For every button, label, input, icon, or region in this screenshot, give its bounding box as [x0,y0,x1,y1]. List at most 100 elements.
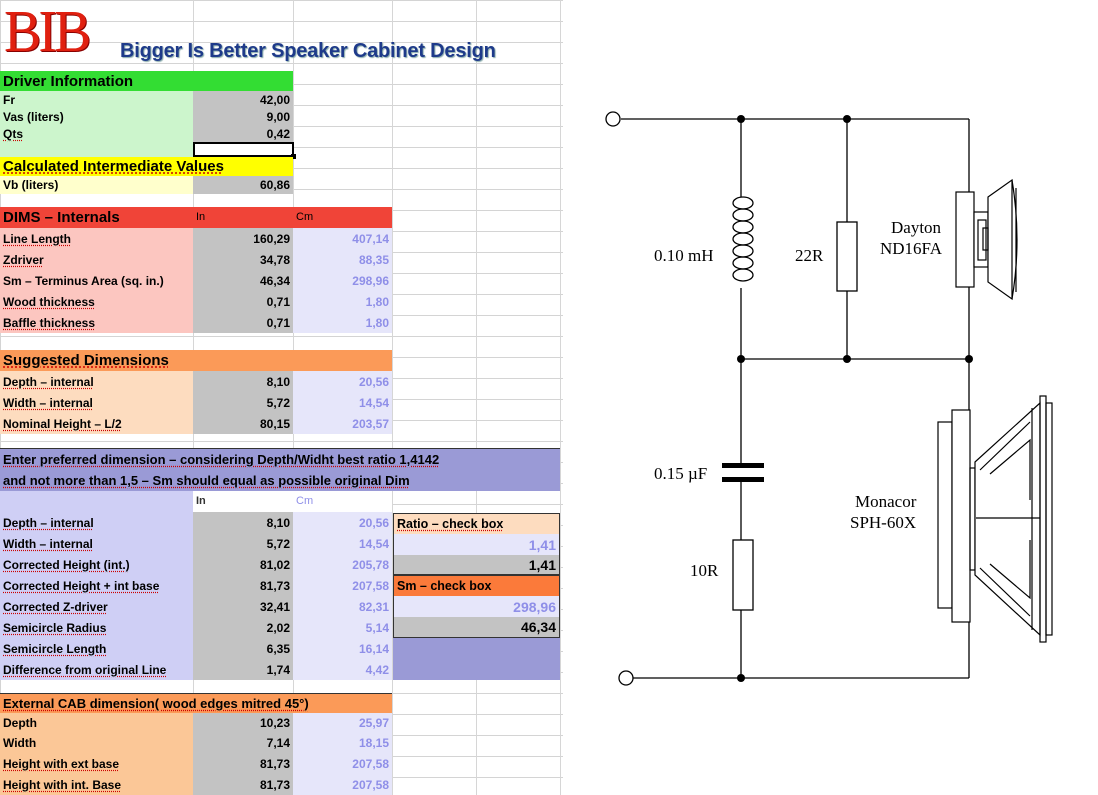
selected-cell[interactable] [193,142,294,157]
dims-label: Baffle thickness [0,312,193,333]
value-vb: 60,86 [193,176,293,194]
external-cm: 25,97 [293,713,392,732]
grid-line [392,0,393,795]
suggested-in: 80,15 [193,413,293,434]
preferred-label: Difference from original Line [0,659,193,680]
preferred-label: Corrected Height (int.) [0,554,193,575]
spreadsheet: BIB Bigger Is Better Speaker Cabinet Des… [0,0,563,795]
capacitor-label: 0.15 µF [654,464,707,483]
preferred-cm: 5,14 [293,617,392,638]
preferred-cm: 205,78 [293,554,392,575]
label-vas: Vas (liters) [0,108,193,125]
app-title: Bigger Is Better Speaker Cabinet Design [120,40,496,62]
preferred-in: 2,02 [193,617,293,638]
grid-line [476,0,477,795]
resistor1-label: 22R [795,246,824,265]
ratio-value-cm: 1,41 [393,534,560,555]
external-cm: 18,15 [293,732,392,753]
preferred-cm: 16,14 [293,638,392,659]
external-in: 10,23 [193,713,293,732]
value-vas[interactable]: 9,00 [193,108,293,125]
driver-info-header: Driver Information [0,71,293,91]
preferred-col-cm: Cm [293,491,392,512]
preferred-label: Semicircle Length [0,638,193,659]
external-cm: 207,58 [293,753,392,774]
preferred-label: Semicircle Radius [0,617,193,638]
woofer-icon [937,395,1053,643]
calc-header: Calculated Intermediate Values [0,157,293,176]
label-qts: Qts [0,125,193,142]
purple-fill [393,659,560,680]
dims-cm: 298,96 [293,270,392,291]
input-terminal-icon [618,670,634,686]
woofer-label-brand: Monacor [855,492,917,511]
preferred-in: 81,73 [193,575,293,596]
value-fr[interactable]: 42,00 [193,91,293,108]
junction-dot [965,355,973,363]
suggested-label: Width – internal [0,392,193,413]
crossover-schematic: 0.10 mH 22R Dayton ND16FA 0.15 µF 10R Mo… [605,111,1053,686]
dims-in[interactable]: 0,71 [193,312,293,333]
preferred-instruction-2: and not more than 1,5 – Sm should equal … [0,470,560,491]
external-label: Height with int. Base [0,774,193,795]
suggested-header: Suggested Dimensions [0,350,392,371]
preferred-col-in: In [193,491,293,512]
preferred-in[interactable]: 8,10 [193,512,293,533]
preferred-instruction-1: Enter preferred dimension – considering … [0,448,560,470]
junction-dot [737,115,745,123]
suggested-label: Nominal Height – L/2 [0,413,193,434]
junction-dot [737,355,745,363]
preferred-in[interactable]: 5,72 [193,533,293,554]
dims-label: Line Length [0,228,193,249]
suggested-cm: 14,54 [293,392,392,413]
grid-line [560,0,561,795]
external-cm: 207,58 [293,774,392,795]
dims-in[interactable]: 0,71 [193,291,293,312]
resistor-22r-icon [836,221,858,292]
preferred-label: Width – internal [0,533,193,554]
dims-label: Wood thickness [0,291,193,312]
preferred-in: 32,41 [193,596,293,617]
junction-dot [737,674,745,682]
cell-fill-handle[interactable] [291,154,296,159]
capacitor-plate [722,477,764,482]
external-in: 81,73 [193,753,293,774]
dims-in: 34,78 [193,249,293,270]
tweeter-label-brand: Dayton [891,218,942,237]
suggested-label: Depth – internal [0,371,193,392]
value-qts[interactable]: 0,42 [193,125,293,142]
preferred-in: 81,02 [193,554,293,575]
dims-cm: 1,80 [293,312,392,333]
dims-label: Sm – Terminus Area (sq. in.) [0,270,193,291]
external-label: Height with ext base [0,753,193,774]
driver-blank-row [0,142,193,157]
preferred-in: 6,35 [193,638,293,659]
ratio-value-in: 1,41 [393,555,560,575]
preferred-label: Depth – internal [0,512,193,533]
inductor-icon [732,196,754,282]
dims-label: Zdriver [0,249,193,270]
external-header: External CAB dimension( wood edges mitre… [0,693,392,713]
junction-dot [843,115,851,123]
preferred-cm: 4,42 [293,659,392,680]
tweeter-label-model: ND16FA [880,239,943,258]
dims-cm: 407,14 [293,228,392,249]
suggested-in: 8,10 [193,371,293,392]
woofer-label-model: SPH-60X [850,513,916,532]
external-in: 81,73 [193,774,293,795]
suggested-in: 5,72 [193,392,293,413]
dims-in: 46,34 [193,270,293,291]
preferred-cm: 207,58 [293,575,392,596]
input-terminal-icon [605,111,621,127]
preferred-blank [0,491,193,512]
sm-check-header: Sm – check box [393,575,560,596]
inductor-label: 0.10 mH [654,246,714,265]
preferred-cm: 82,31 [293,596,392,617]
preferred-in: 1,74 [193,659,293,680]
purple-fill [393,638,560,659]
tweeter-icon [955,178,1018,301]
external-label: Width [0,732,193,753]
capacitor-icon [722,463,764,468]
ratio-check-header: Ratio – check box [393,513,560,534]
suggested-cm: 20,56 [293,371,392,392]
